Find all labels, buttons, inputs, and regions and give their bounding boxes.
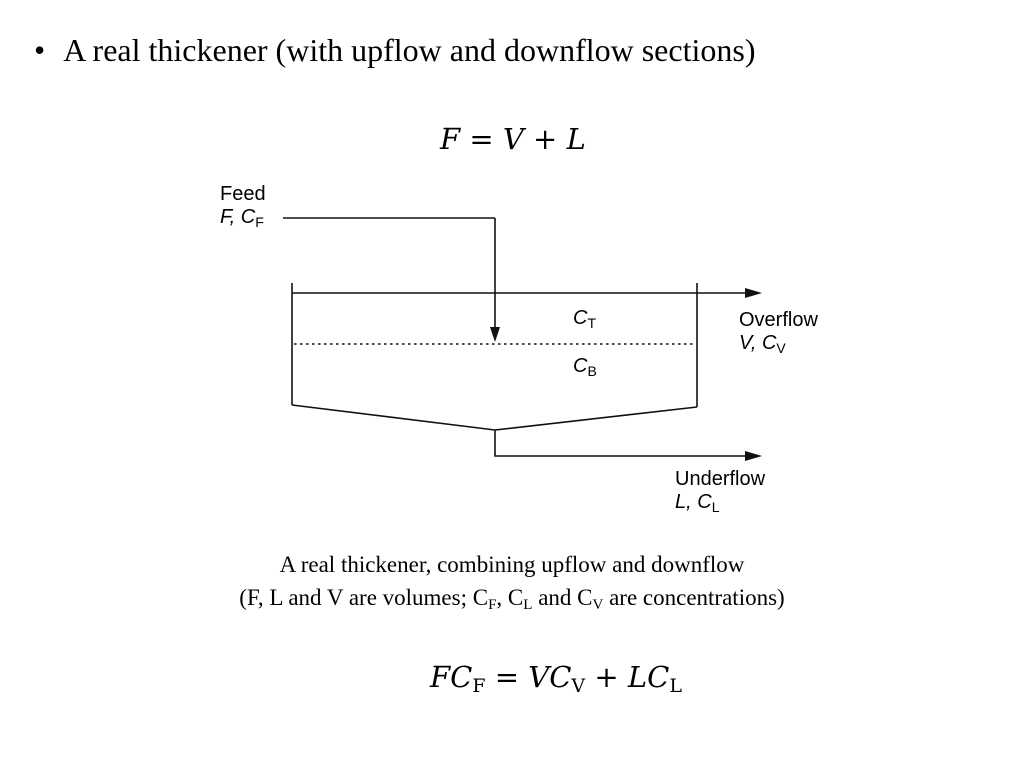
volume-balance-equation: F = V + L [440, 122, 586, 156]
overflow-arrowhead [745, 288, 762, 298]
mass-balance-equation: FCF = VCV + LCL [430, 660, 682, 697]
underflow-label: Underflow [675, 468, 766, 490]
bullet-text: A real thickener (with upflow and downfl… [63, 32, 756, 68]
top-concentration-label: CT [573, 307, 597, 331]
tank-bottom-cone [291, 404, 698, 431]
caption-line-2: (F, L and V are volumes; CF, CL and CV a… [239, 585, 785, 613]
bullet-marker: • [34, 32, 46, 68]
feed-label-group: Feed F, CF [220, 183, 266, 234]
underflow-line [494, 430, 745, 457]
eq-plus: + [523, 122, 567, 156]
eq-term-vc: VC [528, 660, 572, 694]
feed-vars: F, CF [220, 206, 264, 230]
overflow-label: Overflow [739, 309, 818, 331]
eq-term-lc: LC [627, 660, 670, 694]
eq-equals-2: = [485, 660, 529, 694]
eq-term-l: L [566, 122, 586, 156]
eq-term-f: F [440, 122, 461, 156]
eq-term-fc: FC [430, 660, 473, 694]
bullet-point: • A real thickener (with upflow and downf… [34, 30, 755, 70]
overflow-label-group: Overflow V, CV [739, 309, 818, 360]
underflow-label-group: Underflow L, CL [675, 468, 765, 519]
bottom-concentration-label: CB [573, 355, 597, 379]
overflow-vars: V, CV [739, 332, 786, 356]
eq-plus-2: + [585, 660, 628, 694]
eq-equals: = [460, 122, 503, 156]
eq-term-v: V [502, 122, 524, 156]
underflow-arrowhead [745, 451, 762, 461]
diagram-caption: A real thickener, combining upflow and d… [0, 548, 1024, 622]
feed-arrowhead [490, 327, 500, 342]
feed-label: Feed [220, 183, 266, 205]
underflow-vars: L, CL [675, 491, 720, 515]
caption-line-1: A real thickener, combining upflow and d… [279, 552, 745, 577]
